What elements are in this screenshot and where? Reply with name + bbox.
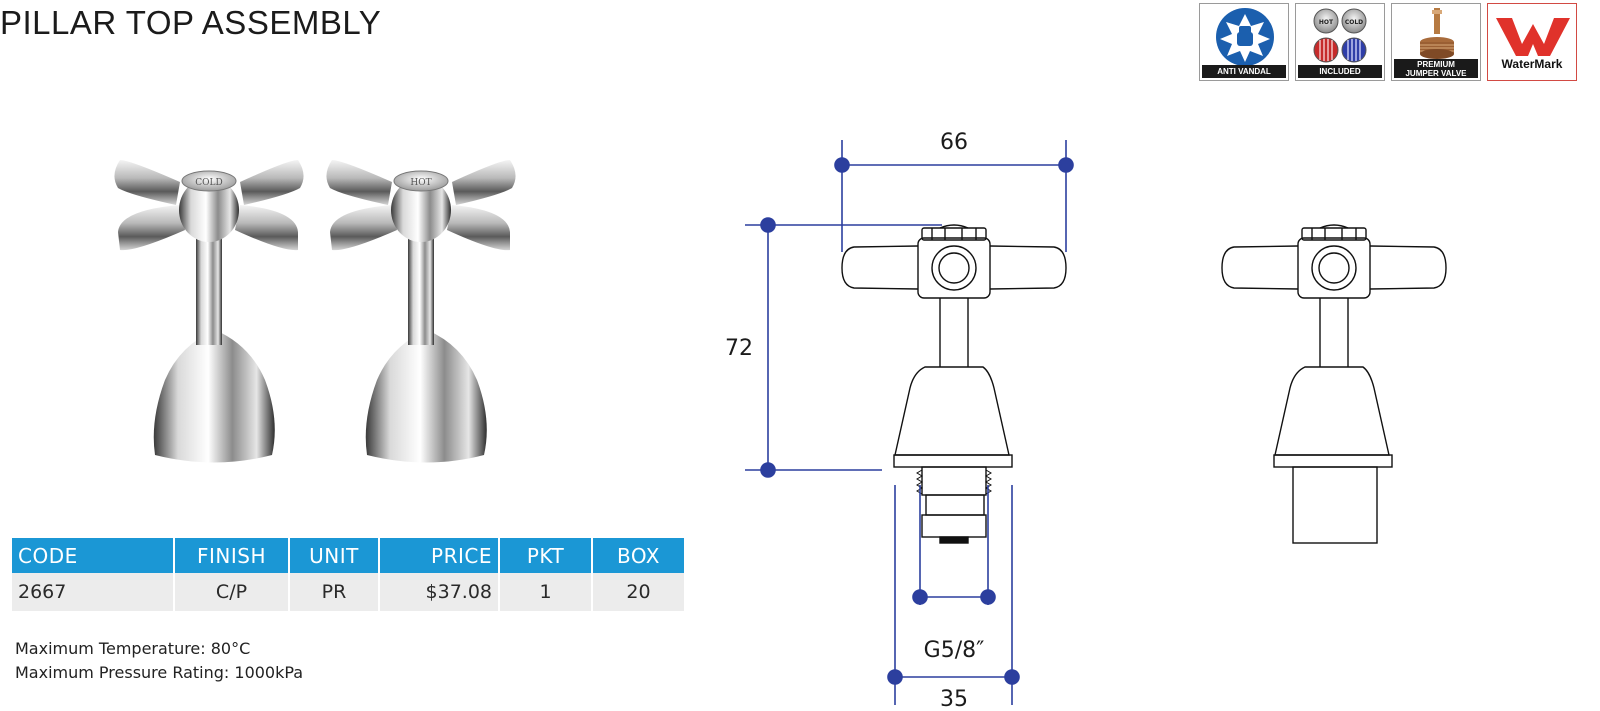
dimension-point xyxy=(760,462,776,478)
table-header-row: CODE FINISH UNIT PRICE PKT BOX xyxy=(12,538,684,573)
feature-badges: ANTI VANDAL HOT COLD INCLUDED xyxy=(1199,3,1577,83)
front-elevation-drawing xyxy=(841,224,1067,544)
badge-caption: INCLUDED xyxy=(1298,65,1382,78)
watermark-text: WaterMark xyxy=(1501,57,1563,71)
cell-pkt: 1 xyxy=(500,573,591,611)
cold-tap-top-icon: COLD xyxy=(114,160,304,463)
table-row: 2667 C/P PR $37.08 1 20 xyxy=(12,573,684,611)
hot-cold-indices-icon: HOT COLD xyxy=(1313,8,1367,63)
dimension-point xyxy=(912,589,928,605)
dimension-lines xyxy=(745,140,1074,705)
hot-tap-top-icon: HOT xyxy=(326,160,516,463)
header-price: PRICE xyxy=(380,538,498,573)
header-pkt: PKT xyxy=(500,538,591,573)
dimension-point xyxy=(887,669,903,685)
side-elevation-drawing xyxy=(1221,224,1447,544)
dimension-point xyxy=(760,217,776,233)
dimension-point xyxy=(980,589,996,605)
header-code: CODE xyxy=(12,538,173,573)
anti-vandal-badge: ANTI VANDAL xyxy=(1199,3,1289,81)
cold-cap-text: COLD xyxy=(195,178,222,188)
badge-caption: ANTI VANDAL xyxy=(1202,65,1286,78)
indices-included-badge: HOT COLD INCLUDED xyxy=(1295,3,1385,81)
cell-finish: C/P xyxy=(175,573,288,611)
anti-vandal-icon xyxy=(1216,8,1274,66)
max-temperature-note: Maximum Temperature: 80°C xyxy=(15,639,251,658)
cold-index-label: COLD xyxy=(1345,19,1363,26)
header-box: BOX xyxy=(593,538,684,573)
watermark-logo-icon xyxy=(1496,18,1570,56)
pricing-table: CODE FINISH UNIT PRICE PKT BOX 2667 C/P … xyxy=(10,538,686,611)
cell-box: 20 xyxy=(593,573,684,611)
jumper-valve-badge: PREMIUM JUMPER VALVE xyxy=(1391,3,1481,81)
page-title: PILLAR TOP ASSEMBLY xyxy=(0,4,382,41)
header-finish: FINISH xyxy=(175,538,288,573)
header-unit: UNIT xyxy=(290,538,378,573)
jumper-valve-icon xyxy=(1420,8,1454,59)
dimension-width-label: 66 xyxy=(940,130,968,155)
hot-cap-text: HOT xyxy=(410,178,431,188)
cell-code: 2667 xyxy=(12,573,173,611)
max-pressure-note: Maximum Pressure Rating: 1000kPa xyxy=(15,663,304,682)
badge-caption-line1: PREMIUM xyxy=(1417,60,1455,69)
badge-caption: PREMIUM JUMPER VALVE xyxy=(1394,59,1478,78)
dimension-height-label: 72 xyxy=(725,336,753,361)
hot-index-label: HOT xyxy=(1319,19,1334,26)
dimension-base-label: 35 xyxy=(940,687,968,711)
dimension-thread-label: G5/8″ xyxy=(924,638,985,663)
watermark-badge: WaterMark xyxy=(1487,3,1577,81)
cell-unit: PR xyxy=(290,573,378,611)
specification-notes: Maximum Temperature: 80°C Maximum Pressu… xyxy=(15,637,303,685)
cell-price: $37.08 xyxy=(380,573,498,611)
dimension-point xyxy=(1058,157,1074,173)
dimension-point xyxy=(1004,669,1020,685)
badge-caption-line2: JUMPER VALVE xyxy=(1405,69,1467,78)
dimension-point xyxy=(834,157,850,173)
